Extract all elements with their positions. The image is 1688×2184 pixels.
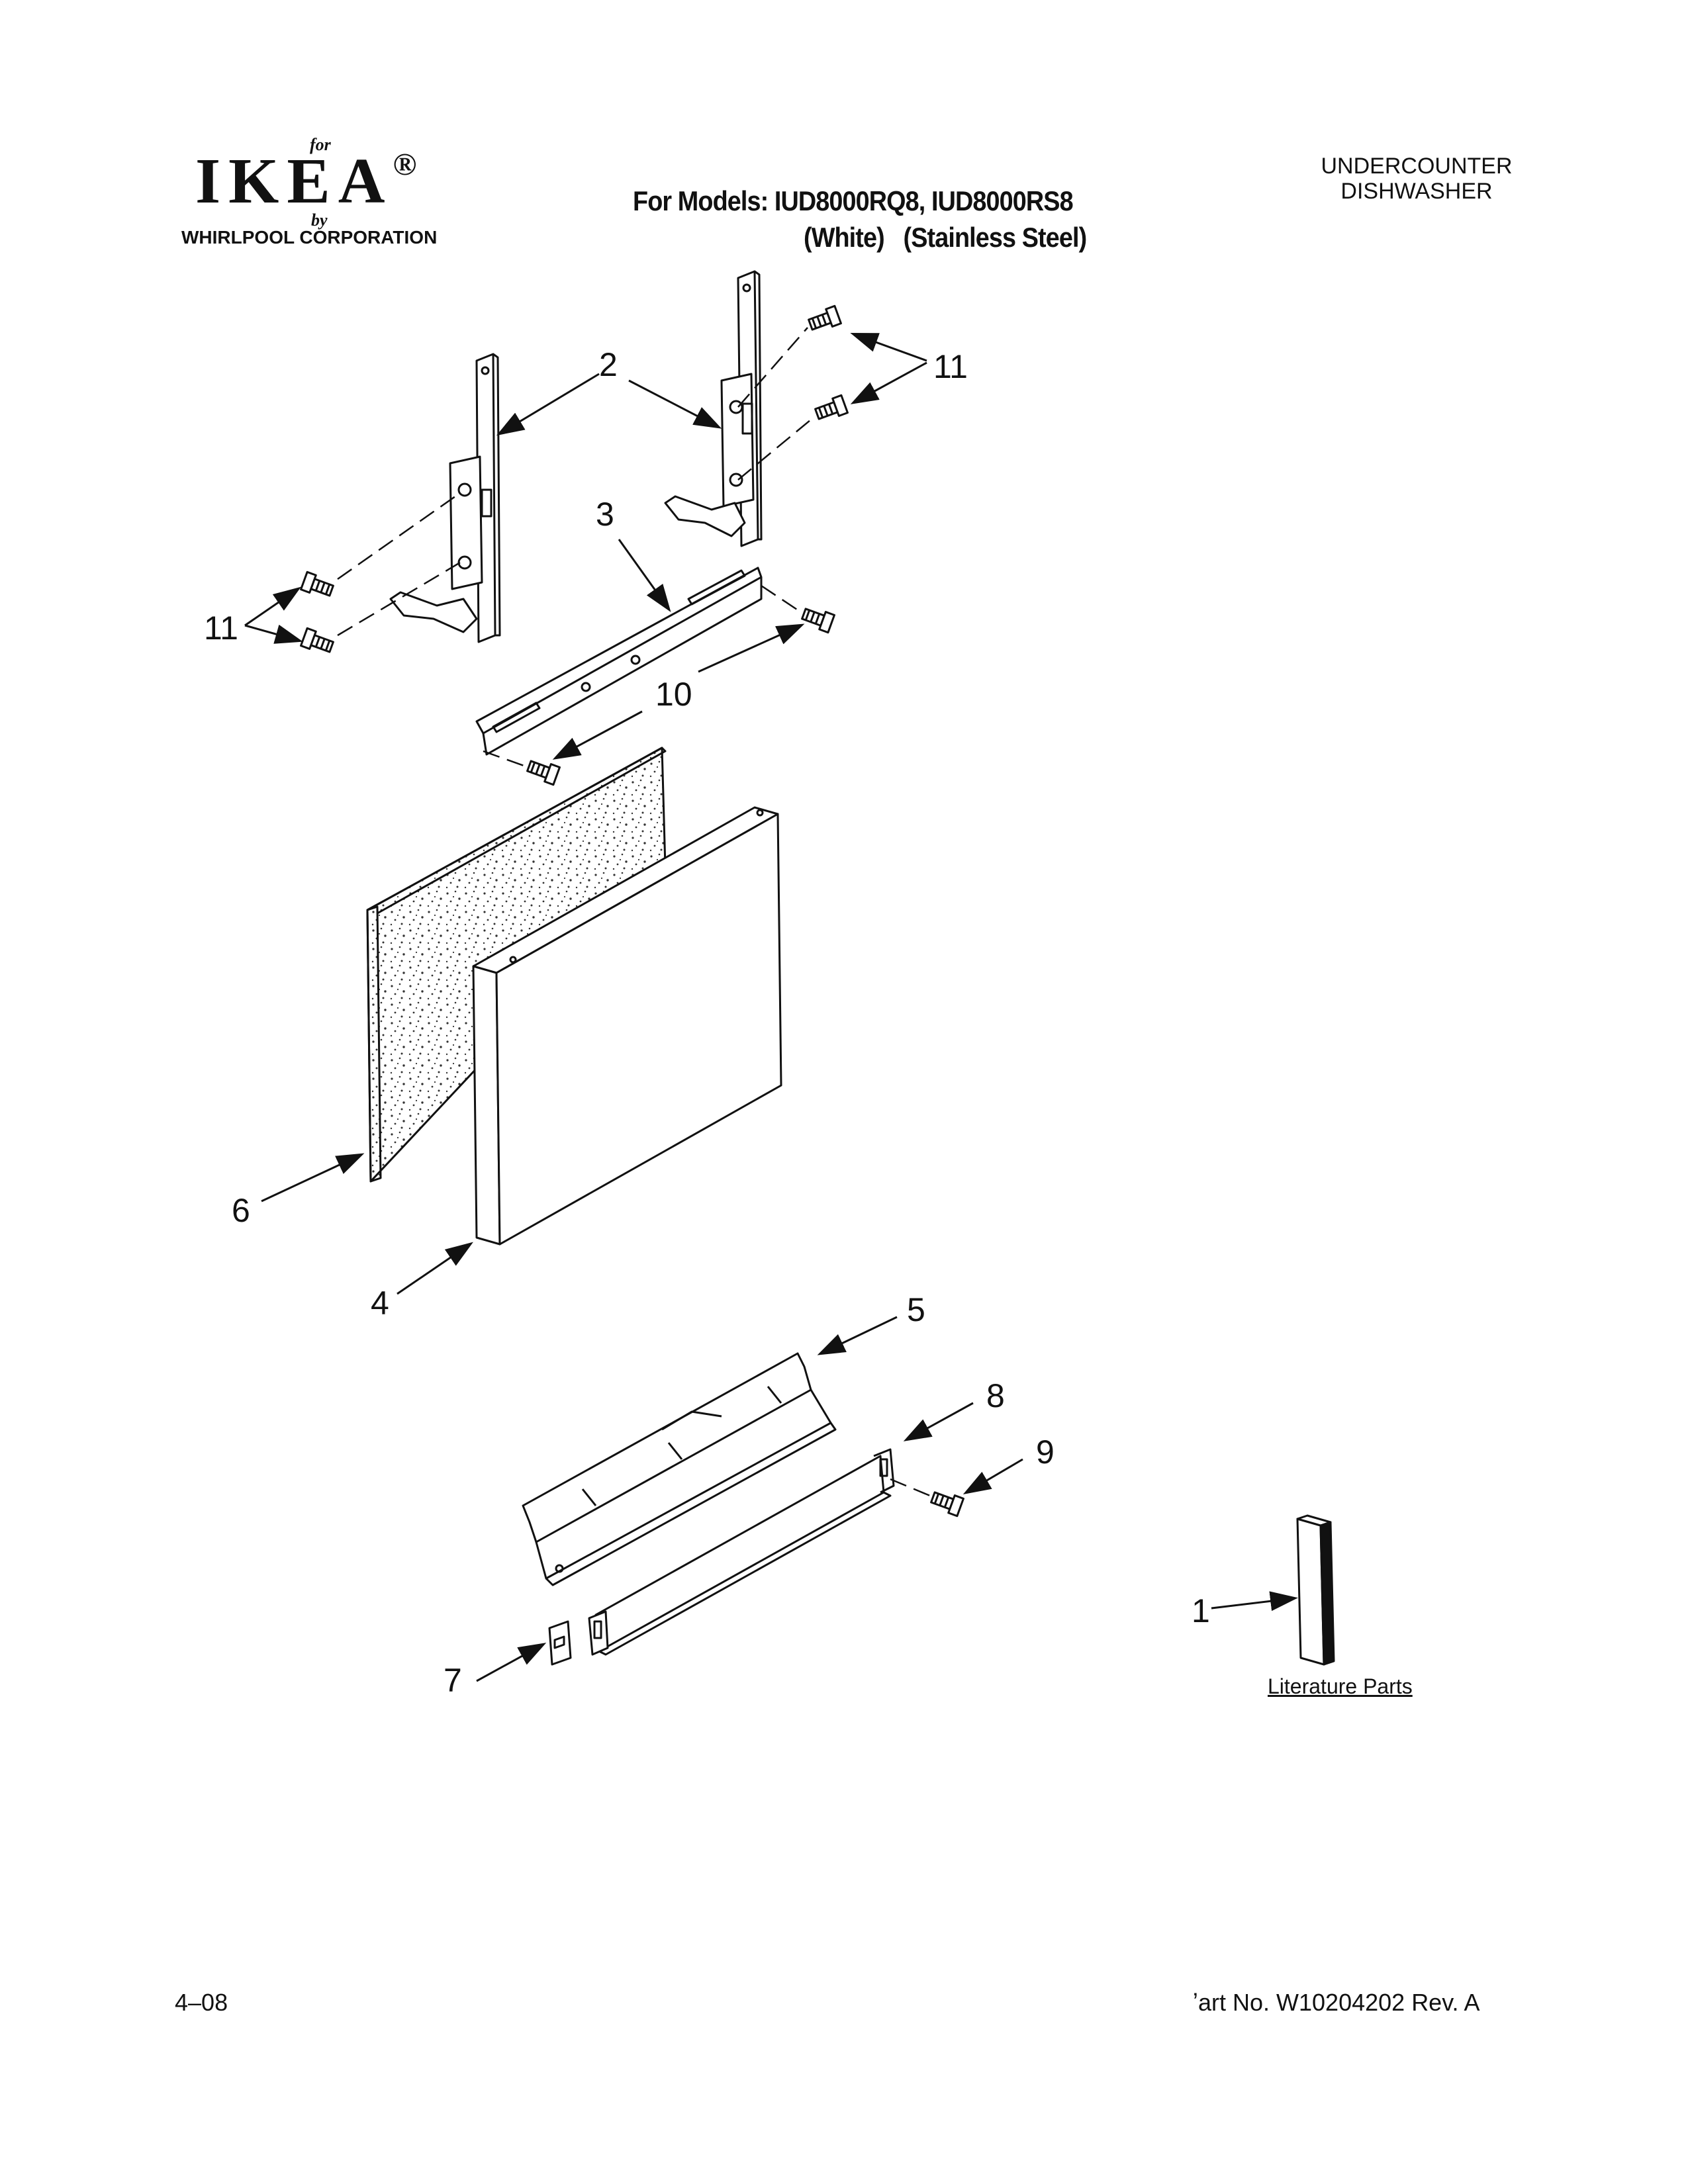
screw-9 <box>930 1491 964 1518</box>
callout-4: 4 <box>371 1285 389 1322</box>
screw-11-upper-left <box>300 570 334 597</box>
screw-10-right <box>801 608 835 634</box>
screw-11-lower-right <box>814 394 849 420</box>
model-variants: (White) (Stainless Steel) <box>804 222 1087 253</box>
callout-2: 2 <box>599 346 618 383</box>
screw-10-left <box>526 760 561 786</box>
outer-door-panel <box>472 806 782 1246</box>
callout-11-right: 11 <box>933 348 968 385</box>
registered-mark: ® <box>393 147 417 182</box>
kick-plate-strip <box>588 1448 895 1656</box>
ikea-logo: IKEA® <box>195 149 416 214</box>
callout-7: 7 <box>444 1662 462 1699</box>
product-type: UNDERCOUNTER DISHWASHER <box>1291 154 1542 204</box>
part-number: ʼart No. W10204202 Rev. A <box>1193 1989 1480 2016</box>
brand-for-text: for <box>310 135 331 154</box>
callout-6: 6 <box>232 1192 250 1229</box>
door-hinge-bracket-right <box>664 270 763 547</box>
models-title: For Models: IUD8000RQ8, IUD8000RS8 <box>633 185 1074 216</box>
literature-parts-link[interactable]: Literature Parts <box>1268 1674 1413 1698</box>
callout-1: 1 <box>1192 1592 1210 1629</box>
screw-11-lower-left <box>300 627 334 653</box>
callout-10: 10 <box>655 676 692 713</box>
screw-11-upper-right <box>808 304 842 331</box>
toe-panel <box>522 1352 837 1586</box>
product-line-2: DISHWASHER <box>1340 179 1493 204</box>
callout-11-left: 11 <box>204 610 238 647</box>
literature-booklet <box>1296 1514 1335 1666</box>
ikea-logo-text: IKEA <box>195 146 393 217</box>
callout-arrows <box>244 332 1298 1682</box>
callout-5: 5 <box>907 1291 925 1328</box>
corporation-name: WHIRLPOOL CORPORATION <box>181 227 438 248</box>
callout-8: 8 <box>986 1377 1005 1414</box>
door-trim-bracket <box>475 567 763 756</box>
screw-group <box>300 304 964 1518</box>
toe-panel-clip <box>548 1620 572 1666</box>
callout-9: 9 <box>1036 1433 1055 1471</box>
brand-by-text: by <box>311 210 328 230</box>
door-hinge-bracket-left <box>389 353 501 643</box>
assembly-guide-lines <box>337 327 931 1497</box>
product-line-1: UNDERCOUNTER <box>1321 154 1513 179</box>
callout-3: 3 <box>596 496 614 533</box>
revision-date: 4–08 <box>175 1989 228 2016</box>
